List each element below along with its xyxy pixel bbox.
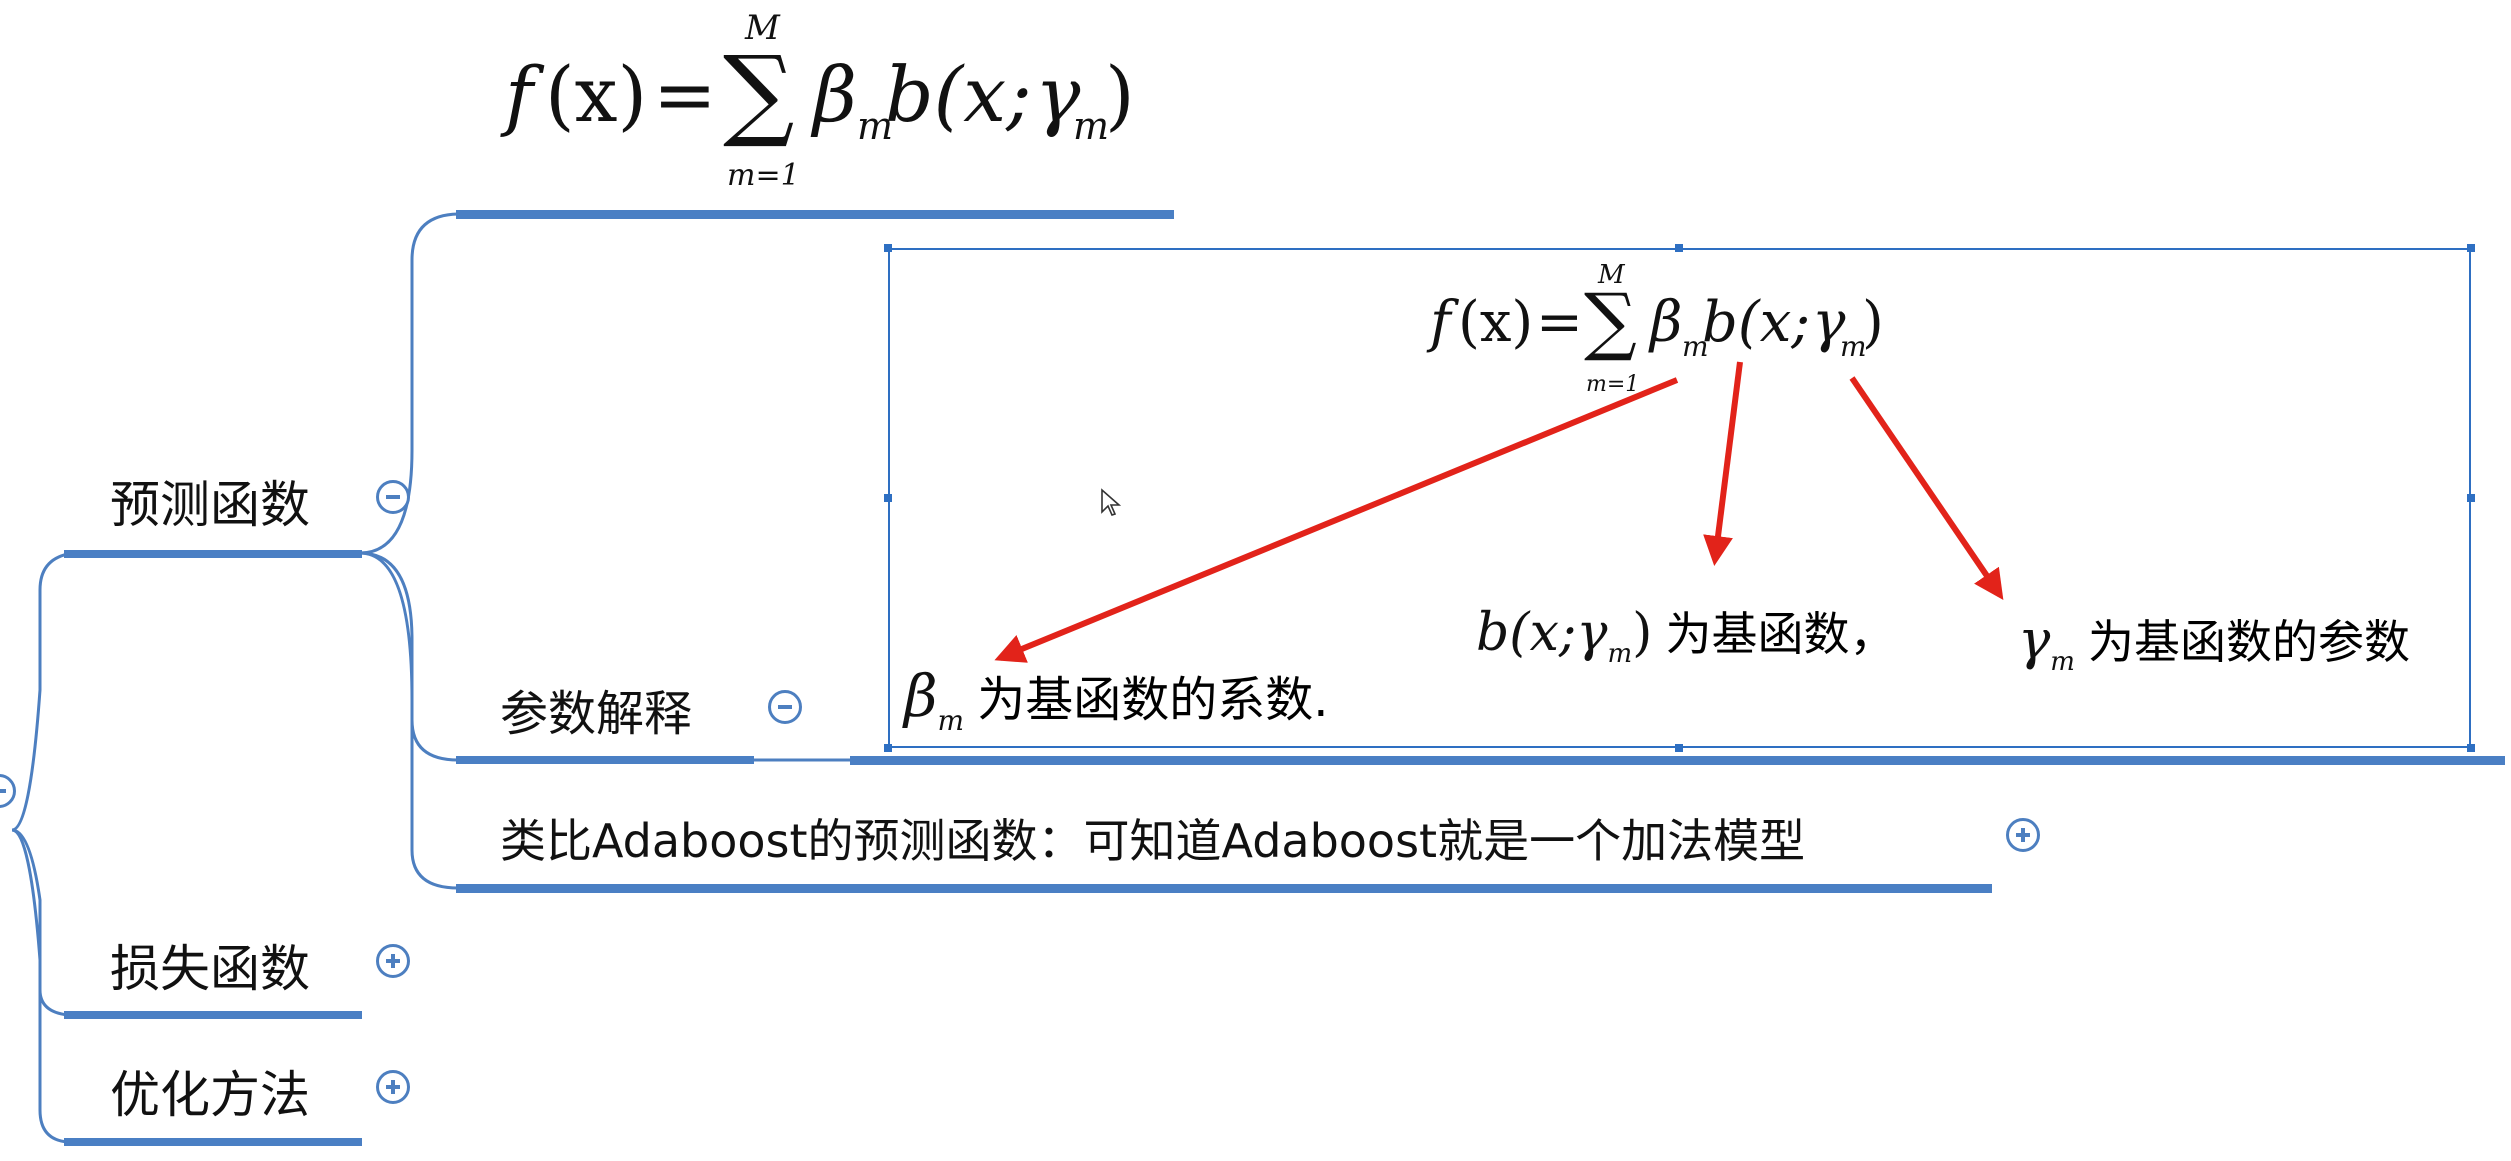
formula-f: f [505, 50, 534, 139]
loss-underline [64, 1011, 362, 1019]
node-param-explain-label[interactable]: 参数解释 [500, 686, 693, 742]
node-predict-label[interactable]: 预测函数 [110, 476, 310, 534]
formula-close: ) [1105, 50, 1135, 139]
loss-expand-plus-icon[interactable] [376, 944, 410, 978]
arrow-to-beta [994, 377, 1679, 663]
annotation-arrows [994, 361, 2004, 663]
panel-formula-upper: M [1598, 260, 1625, 290]
panel-formula-beta: β [1650, 290, 1683, 355]
panel-formula-lower: m=1 [1586, 372, 1640, 397]
node-loss-label[interactable]: 损失函数 [110, 940, 310, 998]
panel-formula-x: (x) [1458, 290, 1534, 355]
panel-formula-sigma: ∑ [1584, 278, 1637, 364]
panel-formula-f: f [1430, 290, 1451, 355]
predict-collapse-minus-icon[interactable] [376, 480, 410, 514]
resize-handle-tl[interactable] [884, 244, 892, 252]
predict-underline [64, 550, 362, 558]
gamma-symbol: γ [2018, 608, 2051, 671]
beta-description: βm 为基函数的系数. [904, 660, 1329, 737]
resize-handle-bl[interactable] [884, 744, 892, 752]
formula-image[interactable]: f (x) = M ∑ m=1 β m b(x; γ m ) [505, 8, 1145, 200]
panel-formula: f (x) = M ∑ m=1 β m b(x; γ m ) [1430, 260, 1890, 400]
formula-beta-sub: m [857, 104, 894, 148]
resize-handle-br[interactable] [2467, 744, 2475, 752]
analogy-expand-plus-icon[interactable] [2006, 818, 2040, 852]
arrow-to-gamma [1849, 376, 2004, 600]
resize-handle-mr[interactable] [2467, 494, 2475, 502]
panel-formula-beta-sub: m [1682, 330, 1709, 363]
resize-handle-tr[interactable] [2467, 244, 2475, 252]
param-explain-underline [456, 756, 754, 764]
formula-x: (x) [545, 50, 648, 139]
basis-gamma-sub: m [1607, 639, 1633, 669]
basis-description: b(x;γm) 为基函数， [1476, 598, 1896, 669]
param-explain-collapse-minus-icon[interactable] [768, 690, 802, 724]
arrow-to-basis [1703, 361, 1743, 566]
formula-b: b(x; [885, 50, 1032, 139]
formula-gamma: γ [1035, 50, 1081, 139]
mouse-pointer-icon [1101, 488, 1122, 516]
gamma-description: γm 为基函数的参数 [2018, 606, 2411, 677]
resize-handle-ml[interactable] [884, 494, 892, 502]
beta-description-text: 为基函数的系数. [977, 672, 1329, 728]
formula-lower: m=1 [727, 158, 800, 193]
optimize-expand-plus-icon[interactable] [376, 1070, 410, 1104]
panel-formula-eq: = [1536, 290, 1583, 355]
panel-formula-close: ) [1862, 290, 1884, 355]
node-optimize-label[interactable]: 优化方法 [110, 1066, 310, 1124]
panel-formula-b: b(x; [1702, 290, 1811, 355]
beta-subscript: m [937, 704, 965, 737]
gamma-description-text: 为基函数的参数 [2088, 615, 2411, 669]
panel-formula-gamma-sub: m [1840, 330, 1867, 363]
beta-symbol: β [904, 662, 938, 730]
formula-upper: M [745, 8, 780, 48]
basis-description-text: 为基函数， [1665, 607, 1896, 661]
formula-beta: β [813, 50, 857, 139]
panel-formula-gamma: γ [1812, 290, 1846, 355]
resize-handle-tm[interactable] [1675, 244, 1683, 252]
gamma-subscript: m [2050, 647, 2075, 677]
formula-sigma: ∑ [723, 34, 795, 151]
node-analogy-label[interactable]: 类比Adaboost的预测函数：可知道Adaboost就是一个加法模型 [500, 814, 1806, 868]
basis-gamma: γ [1576, 603, 1608, 663]
resize-handle-bm[interactable] [1675, 744, 1683, 752]
selected-image-panel[interactable]: f (x) = M ∑ m=1 β m b(x; γ m ) βm 为基函数的系… [888, 248, 2471, 748]
formula-eq: = [653, 50, 717, 139]
formula-underline [456, 210, 1174, 219]
formula-gamma-sub: m [1073, 104, 1110, 148]
image-underline [850, 756, 2505, 765]
basis-symbol: b(x; [1476, 603, 1577, 663]
basis-close: ) [1632, 603, 1653, 663]
optimize-underline [64, 1138, 362, 1146]
analogy-underline [456, 884, 1992, 893]
